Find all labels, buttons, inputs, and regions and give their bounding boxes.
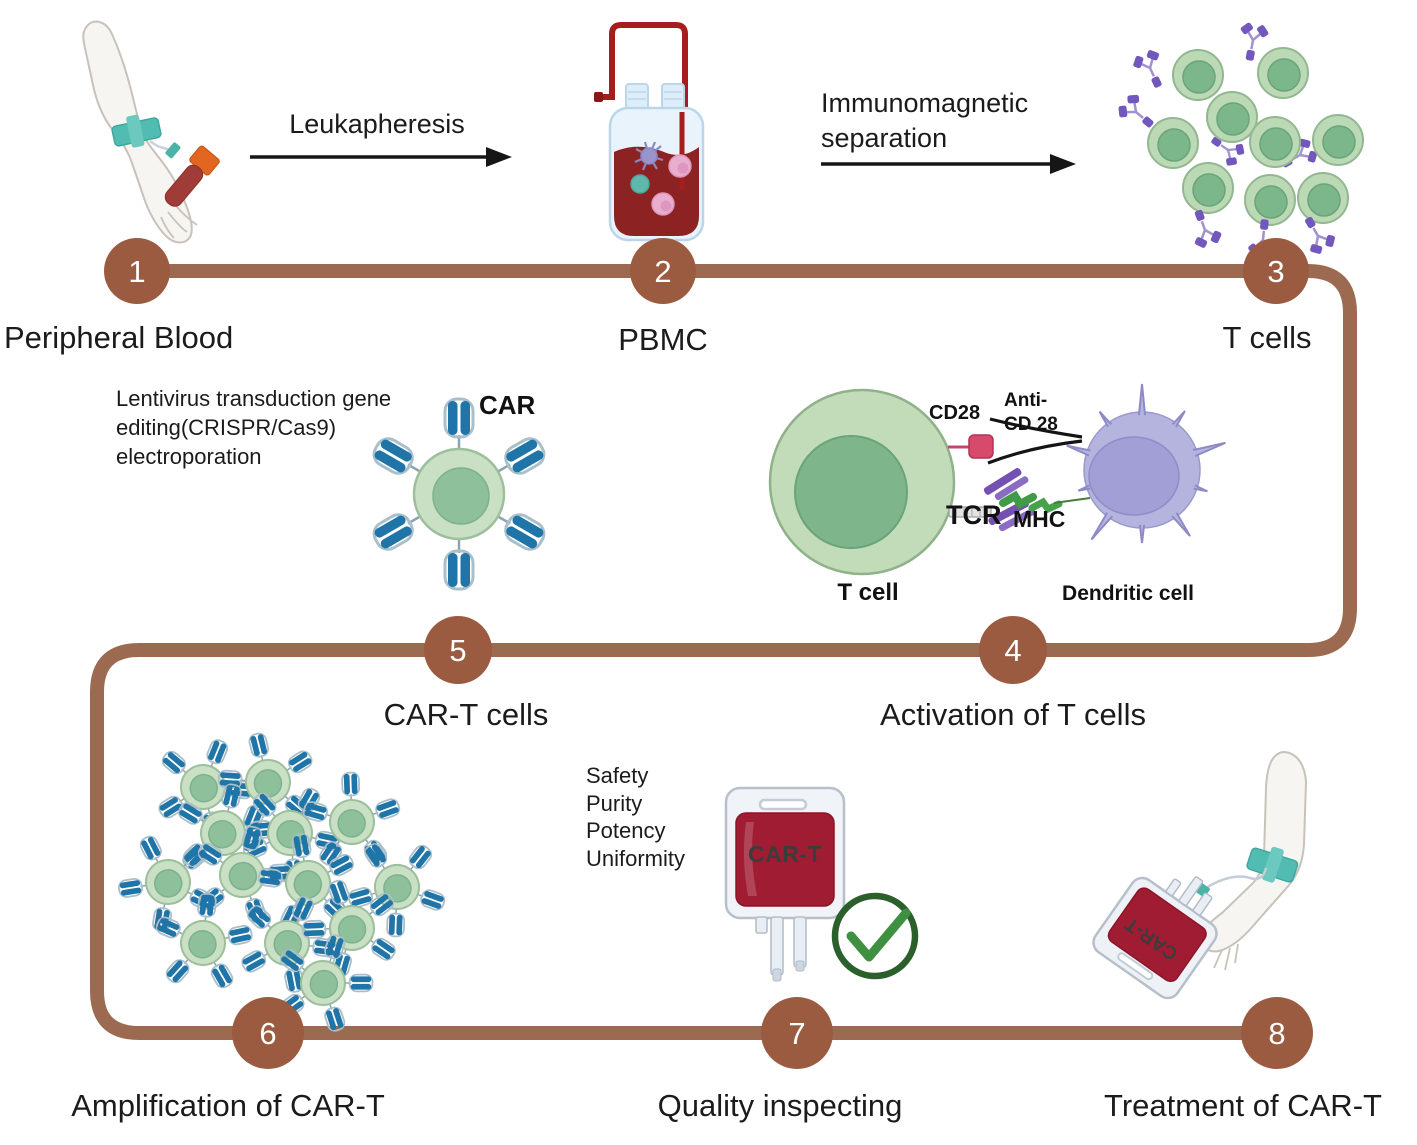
process-timeline: [90, 264, 1357, 1040]
step-node-2: 2: [630, 238, 696, 304]
anti-cd28-line1: Anti-: [1004, 390, 1048, 411]
tourniquet-icon: [111, 114, 162, 148]
anti-cd28-label: Anti- CD 28: [1004, 389, 1058, 437]
quality-item-safety: Safety: [586, 763, 649, 788]
dendritic-cell-in-bottle-icon: [634, 141, 664, 171]
dendritic-cell-label: Dendritic cell: [1062, 582, 1194, 605]
tcr-label: TCR: [946, 500, 1002, 530]
step-node-6: 6: [232, 997, 304, 1069]
immunomagnetic-line1: Immunomagnetic: [821, 88, 1029, 118]
step-label-car-t-cells: CAR-T cells: [383, 697, 549, 732]
quality-item-potency: Potency: [586, 818, 666, 843]
step-label-activation: Activation of T cells: [880, 697, 1146, 732]
mhc-label: MHC: [1013, 506, 1066, 532]
step-node-7: 7: [761, 997, 833, 1069]
quality-bag-illustration: [724, 786, 846, 982]
step-label-peripheral-blood: Peripheral Blood: [4, 320, 234, 355]
car-t-cell-illustration: [368, 397, 550, 591]
immunomagnetic-line2: separation: [821, 123, 948, 153]
quality-criteria-list: Safety Purity Potency Uniformity: [586, 762, 685, 872]
step-label-amplification: Amplification of CAR-T: [71, 1088, 385, 1123]
step-node-8: 8: [1241, 997, 1313, 1069]
step-label-quality: Quality inspecting: [657, 1088, 903, 1123]
pbmc-bottle-illustration: [594, 22, 705, 242]
gene-editing-note: Lentivirus transduction gene editing(CRI…: [116, 384, 391, 471]
cd28-label: CD28: [929, 402, 981, 424]
car-label: CAR: [479, 390, 536, 420]
dendritic-cell-body: [1062, 383, 1230, 546]
anti-cd28-line2: CD 28: [1004, 414, 1058, 435]
blood-tube-icon: [164, 145, 220, 207]
treatment-bag-icon: [1092, 876, 1218, 1000]
amplification-cluster-illustration: [101, 713, 464, 1037]
gene-editing-line2: editing(CRISPR/Cas9): [116, 415, 337, 440]
gene-editing-line3: electroporation: [116, 444, 262, 469]
step-label-t-cells: T cells: [1222, 320, 1312, 355]
immunomagnetic-separation-label: Immunomagnetic separation: [821, 86, 1028, 156]
t-cell-cluster-illustration: [1111, 19, 1364, 260]
step-node-3: 3: [1243, 238, 1309, 304]
gene-editing-line1: Lentivirus transduction gene: [116, 386, 392, 411]
immunomagnetic-separation-arrow: [821, 154, 1076, 174]
tourniquet-icon: [1246, 846, 1299, 883]
tcr-mhc-complex-icon: [983, 467, 1029, 501]
step-label-treatment: Treatment of CAR-T: [1104, 1088, 1382, 1123]
leukapheresis-label: Leukapheresis: [289, 109, 465, 139]
checkmark-icon: [831, 892, 919, 980]
step-node-1: 1: [104, 238, 170, 304]
quality-item-uniformity: Uniformity: [586, 845, 686, 871]
step-label-pbmc: PBMC: [618, 322, 708, 357]
anti-cd28-antibody-icon: [987, 417, 1083, 465]
quality-bag-label: CAR-T: [747, 841, 823, 867]
step-node-5: 5: [424, 616, 492, 684]
cd28-receptor-icon: [968, 434, 994, 459]
step-node-4: 4: [979, 616, 1047, 684]
treatment-arm-illustration: [1092, 750, 1308, 1000]
blood-draw-arm-illustration: [82, 20, 220, 244]
t-cell-label: T cell: [837, 579, 899, 606]
quality-item-purity: Purity: [586, 790, 643, 816]
leukapheresis-arrow: [250, 147, 512, 167]
activation-illustration: [768, 383, 1230, 576]
